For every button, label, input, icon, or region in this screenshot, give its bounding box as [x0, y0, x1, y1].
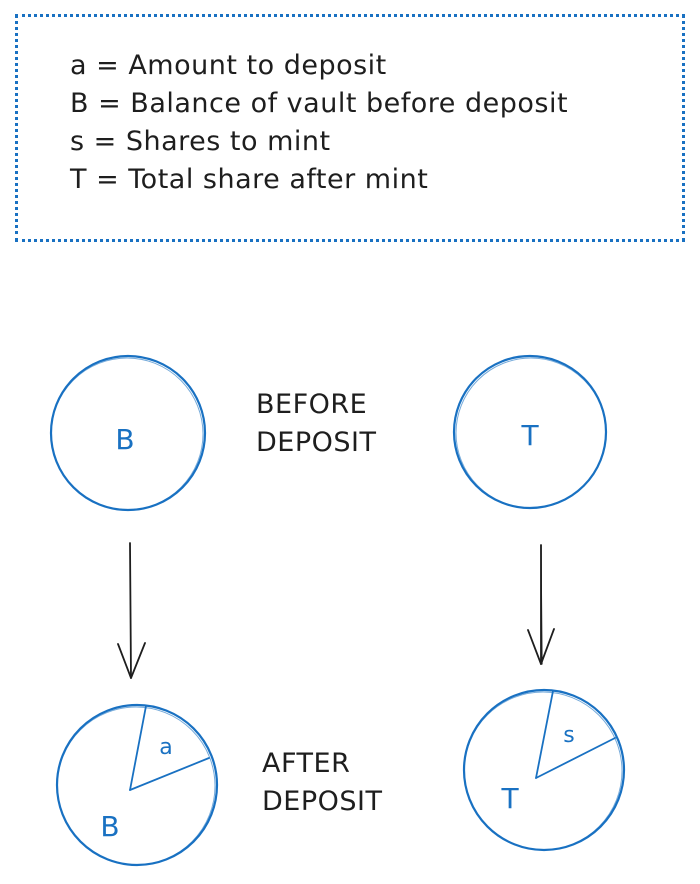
circle-after-total: s T	[462, 688, 626, 852]
legend-line-shares: s = Shares to mint	[70, 126, 331, 157]
label-after-deposit-wedge: a	[159, 735, 172, 760]
wedge-after-balance-line-1	[129, 705, 147, 791]
arrow-right	[527, 544, 555, 665]
circle-after-balance: a B	[55, 703, 219, 867]
caption-before-word: BEFORE	[256, 389, 368, 420]
legend-box	[15, 14, 685, 242]
caption-before-deposit: BEFORE DEPOSIT	[256, 386, 376, 462]
legend-line-amount: a = Amount to deposit	[70, 50, 387, 81]
circle-after-balance-outline-sketch	[56, 706, 216, 866]
caption-before-deposit-word: DEPOSIT	[256, 427, 377, 458]
circle-before-balance-outline-sketch	[50, 357, 204, 511]
circle-after-total-outline-sketch	[463, 691, 623, 851]
label-before-balance: B	[115, 423, 134, 456]
label-before-total: T	[520, 419, 539, 452]
label-after-balance: B	[100, 810, 119, 843]
arrow-left-head	[117, 642, 146, 679]
arrow-right-shaft-sketch	[540, 544, 543, 665]
label-after-shares-wedge: s	[563, 723, 574, 748]
arrow-left-shaft	[129, 542, 132, 679]
caption-after-deposit-word: DEPOSIT	[262, 786, 383, 817]
circle-before-balance: B	[49, 354, 207, 512]
wedge-after-total-line-2	[535, 737, 616, 779]
caption-after-deposit: AFTER DEPOSIT	[262, 745, 382, 821]
wedge-after-balance-line-2	[129, 757, 210, 791]
legend-line-total: T = Total share after mint	[70, 164, 429, 195]
label-after-total: T	[500, 782, 519, 815]
circle-before-total: T	[452, 354, 608, 510]
arrow-right-head	[527, 628, 555, 665]
caption-after-word: AFTER	[262, 748, 351, 779]
circle-before-total-outline-sketch	[455, 357, 607, 509]
arrow-left	[117, 542, 146, 679]
legend-line-balance: B = Balance of vault before deposit	[70, 88, 569, 119]
wedge-after-total-line-1	[535, 690, 554, 779]
